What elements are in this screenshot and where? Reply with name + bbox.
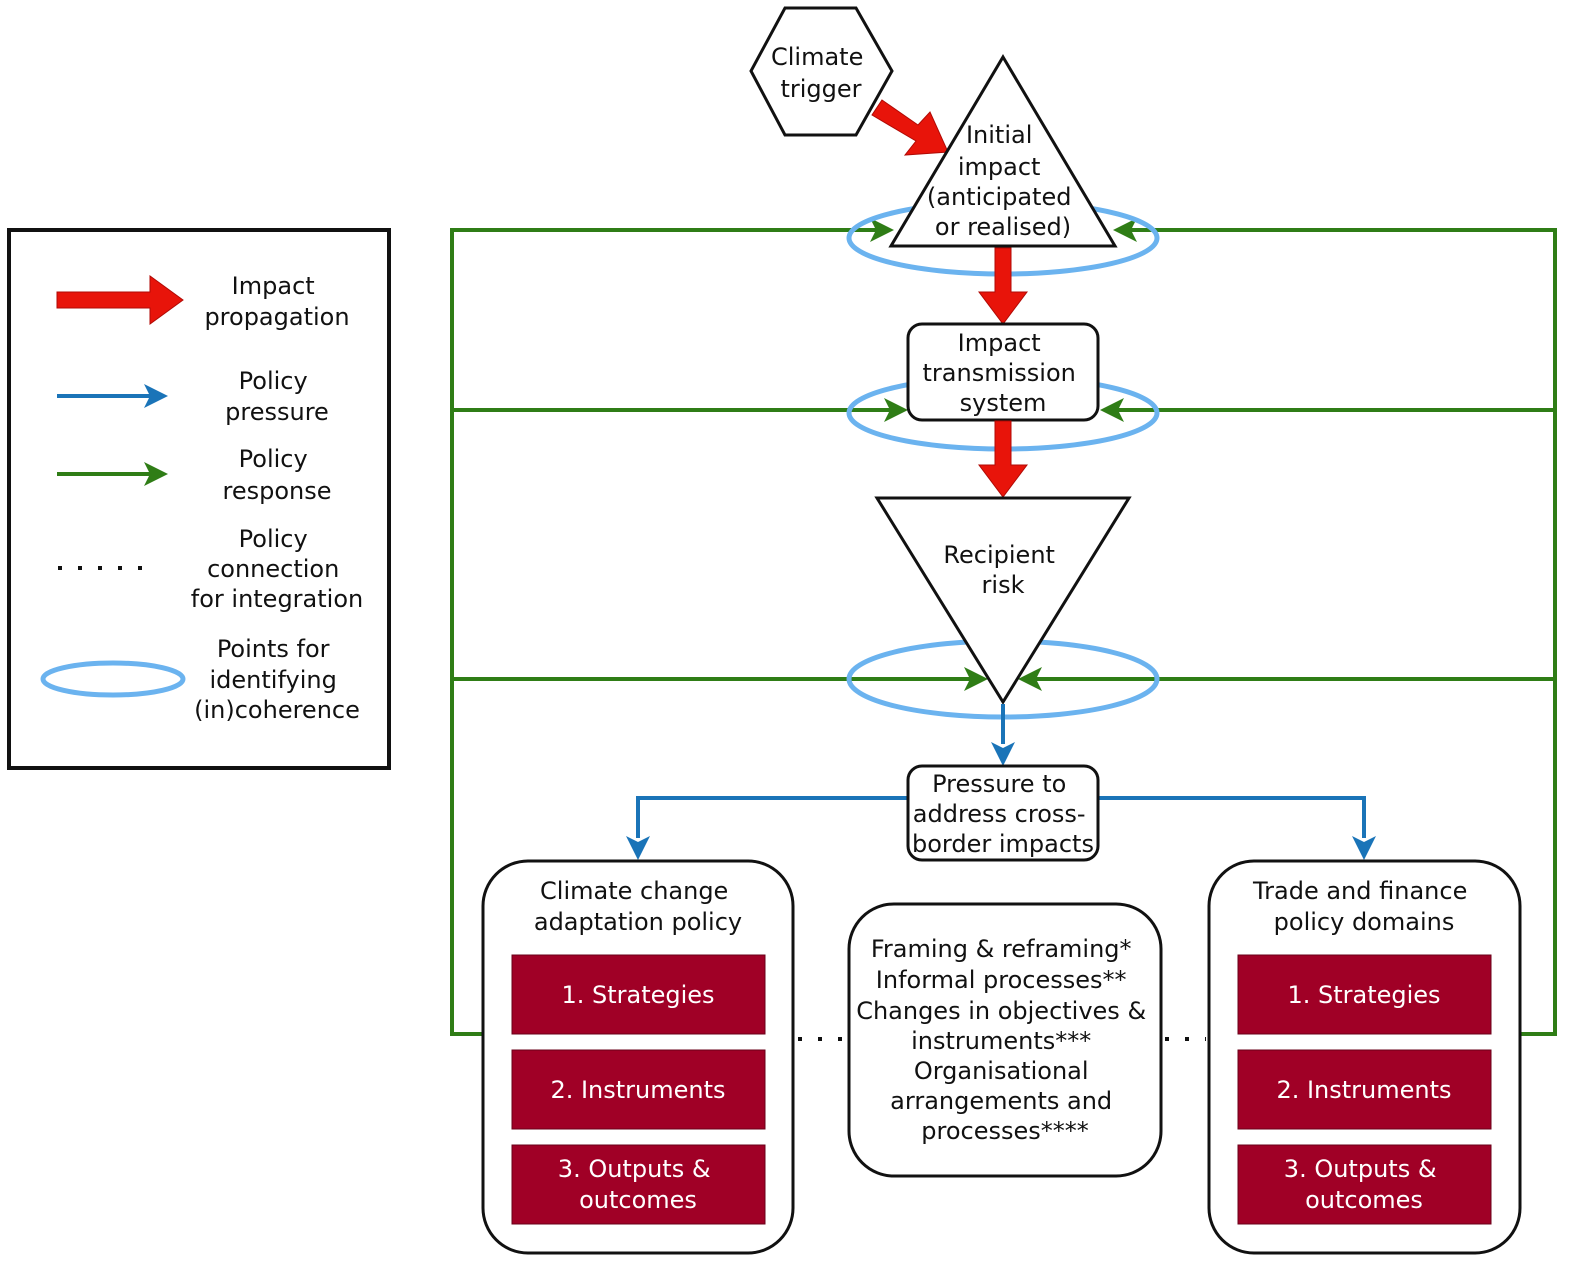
initial-impact-label: Initial impact (anticipated or realised) (927, 121, 1079, 241)
response-arrowhead-icon (1018, 667, 1042, 691)
impact-propagation-arrow-icon (56, 275, 184, 325)
response-arrowhead-icon (964, 667, 988, 691)
initial-impact-triangle (888, 54, 1118, 248)
climate-trigger-label: Climate trigger (771, 43, 871, 103)
left-response-outer-line (450, 228, 890, 1036)
impact-propagation-arrow (978, 247, 1028, 325)
left-outputs-label: 3. Outputs & outcomes (558, 1155, 718, 1214)
legend-pressure-label: Policy pressure (225, 367, 329, 426)
impact-transmission-box (906, 322, 1100, 422)
policy-response-arrowhead-icon (144, 462, 168, 486)
pressure-arrowhead-icon (991, 742, 1015, 766)
policy-pressure-lines (636, 704, 1366, 838)
left-instruments-label: 2. Instruments (550, 1076, 725, 1104)
impact-transmission-label: Impact transmission system (923, 329, 1084, 417)
response-arrowhead-icon (884, 398, 908, 422)
legend-points-label: Points for identifying (in)coherence (194, 635, 360, 724)
right-response-outer-line (1117, 228, 1557, 1036)
impact-propagation-arrow (978, 420, 1028, 498)
legend-impact-label: Impact propagation (204, 272, 349, 331)
recipient-risk-triangle (874, 496, 1132, 705)
climate-trigger-hexagon (749, 6, 894, 137)
coherence-point-ellipse-icon (40, 660, 186, 698)
legend-connection-label: Policy connection for integration (191, 525, 363, 613)
policy-pressure-arrowheads (626, 742, 1376, 860)
left-domain-title: Climate change adaptation policy (534, 877, 742, 936)
response-arrowhead-icon (870, 218, 894, 242)
pressure-arrowhead-icon (1352, 836, 1376, 860)
policy-pressure-arrowhead-icon (144, 384, 168, 408)
pressure-line-right (1098, 796, 1366, 838)
pressure-box-label: Pressure to address cross- border impact… (912, 770, 1094, 858)
pressure-box (906, 764, 1100, 862)
left-outputs-box (511, 1144, 766, 1225)
legend: Impact propagation Policy pressure Polic… (7, 228, 391, 770)
policy-response-arrowheads (870, 218, 1137, 691)
right-strategies-box (1237, 954, 1492, 1035)
right-outputs-label: 3. Outputs & outcomes (1284, 1155, 1444, 1214)
right-domain-title: Trade and finance policy domains (1252, 877, 1475, 936)
legend-frame (7, 228, 391, 770)
left-instruments-box (511, 1049, 766, 1130)
policy-response-lines (450, 228, 1557, 1036)
left-strategies-box (511, 954, 766, 1035)
response-arrowhead-icon (1113, 218, 1137, 242)
pressure-line-left (636, 796, 908, 838)
left-strategies-label: 1. Strategies (561, 981, 714, 1009)
recipient-risk-label: Recipient risk (943, 541, 1062, 599)
right-instruments-box (1237, 1049, 1492, 1130)
right-instruments-label: 2. Instruments (1276, 1076, 1451, 1104)
right-outputs-box (1237, 1144, 1492, 1225)
legend-response-label: Policy response (222, 445, 331, 505)
response-arrowhead-icon (1100, 398, 1124, 422)
impact-propagation-arrow (871, 99, 949, 156)
right-strategies-label: 1. Strategies (1287, 981, 1440, 1009)
integration-mechanisms-box (847, 902, 1163, 1178)
integration-mechanisms-label: Framing & reframing* Informal processes*… (856, 935, 1154, 1145)
pressure-arrowhead-icon (626, 836, 650, 860)
